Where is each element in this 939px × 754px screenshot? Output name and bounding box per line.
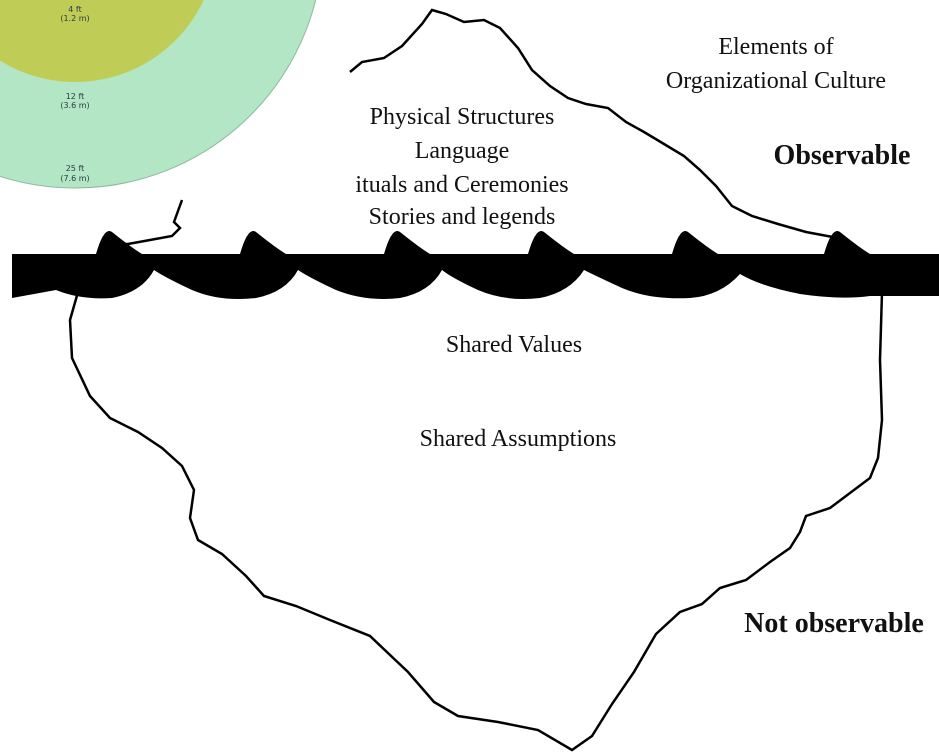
rituals-ceremonies-label: ituals and Ceremonies [355,172,568,198]
ring-25-feet: 25 ft [66,164,85,173]
iceberg-body-outline [68,291,884,752]
title-line-1: Elements of [718,34,833,60]
ring-25-meters: (7.6 m) [60,174,89,183]
shared-values-label: Shared Values [446,332,582,358]
shared-assumptions-label: Shared Assumptions [420,426,617,452]
stories-legends-label: Stories and legends [369,204,556,230]
ring-4-meters: (1.2 m) [60,14,89,23]
language-label: Language [415,138,510,164]
ring-12-meters: (3.6 m) [60,101,89,110]
physical-structures-label: Physical Structures [370,104,555,130]
ring-4-feet: 4 ft [68,5,81,14]
observable-label: Observable [774,140,911,171]
not-observable-label: Not observable [744,608,924,639]
title-line-2: Organizational Culture [666,68,886,94]
inner-ring [0,0,204,82]
proximity-rings: 4 ft (1.2 m) 12 ft (3.6 m) 25 ft (7.6 m) [0,0,317,189]
iceberg-tip-outline [349,8,839,240]
water-surface [12,230,939,299]
ring-12-feet: 12 ft [66,92,85,101]
iceberg-left-edge [108,199,184,246]
